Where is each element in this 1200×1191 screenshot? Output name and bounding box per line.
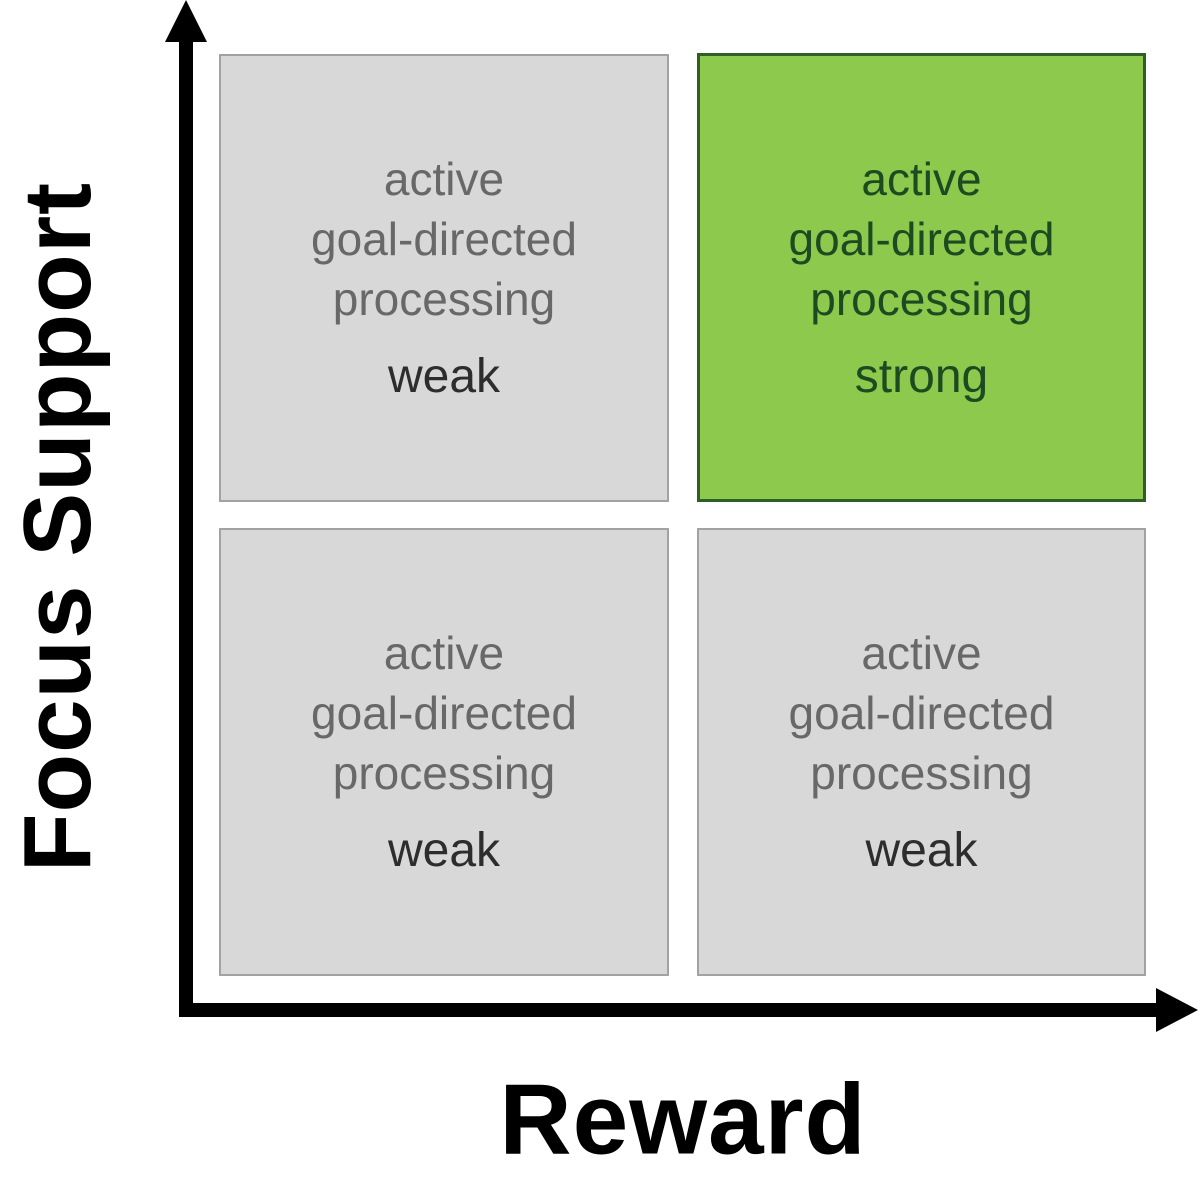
quadrant-top-right-highlighted: active goal-directed processing strong bbox=[697, 53, 1146, 502]
quadrant-level-label: weak bbox=[865, 824, 978, 877]
quadrant-level-label: weak bbox=[387, 824, 501, 877]
quadrant-level-label: weak bbox=[387, 350, 501, 403]
y-axis-line bbox=[179, 36, 193, 1017]
x-axis-label: Reward bbox=[499, 1063, 867, 1176]
x-axis-arrowhead-icon bbox=[1156, 988, 1198, 1032]
quadrant-bottom-right: active goal-directed processing weak bbox=[697, 528, 1146, 976]
y-axis-arrowhead-icon bbox=[165, 0, 207, 42]
quadrant-top-left: active goal-directed processing weak bbox=[219, 54, 669, 502]
quadrant-description: active goal-directed processing bbox=[311, 627, 577, 799]
y-axis-label: Focus Support bbox=[4, 181, 111, 873]
x-axis-line bbox=[179, 1003, 1158, 1017]
quadrant-description: active goal-directed processing bbox=[788, 627, 1055, 799]
quadrant-bottom-left: active goal-directed processing weak bbox=[219, 528, 669, 976]
quadrant-description: active goal-directed processing bbox=[311, 153, 577, 325]
quadrant-description: active goal-directed processing bbox=[788, 152, 1055, 325]
quadrant-level-label: strong bbox=[854, 349, 989, 403]
